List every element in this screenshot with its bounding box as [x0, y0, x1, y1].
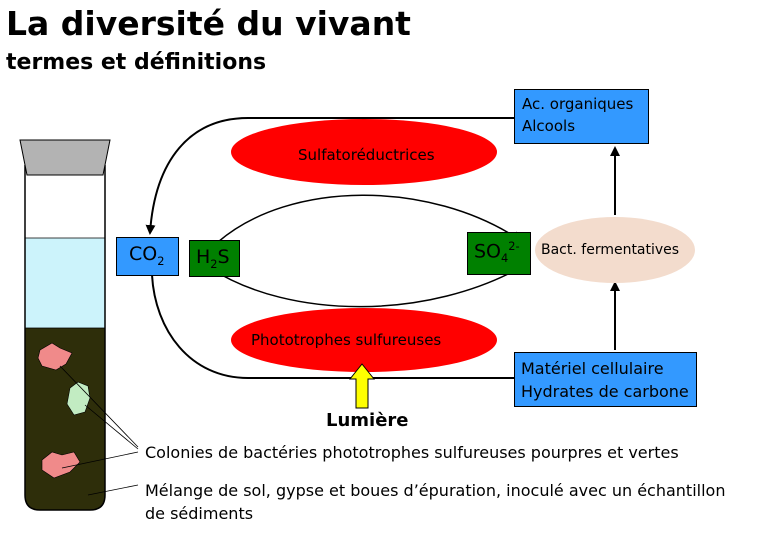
- acides-organiques-line-1: Ac. organiques: [522, 95, 634, 113]
- page-title: La diversité du vivant: [6, 4, 411, 43]
- melange-line-1: Mélange de sol, gypse et boues d’épurati…: [145, 481, 726, 500]
- connector-h2s-so4: [217, 194, 522, 243]
- materiel-cellulaire-box: Matériel cellulaire Hydrates de carbone: [514, 352, 697, 407]
- connector-top: [145, 117, 515, 235]
- page-subtitle: termes et définitions: [6, 50, 267, 75]
- colony-purple-bottom: [41, 451, 81, 479]
- materiel-line-2: Hydrates de carbone: [521, 382, 689, 402]
- cycle-connectors: [145, 117, 620, 379]
- bact-fermentatives-ellipse: [535, 217, 695, 283]
- annotation-pointers: [59, 365, 139, 496]
- acides-organiques-line-2: Alcools: [522, 116, 576, 135]
- winogradsky-column-icon: [19, 139, 111, 511]
- lumiere-label: Lumière: [326, 410, 409, 431]
- melange-annotation: Mélange de sol, gypse et boues d’épurati…: [145, 479, 725, 525]
- melange-line-2: de sédiments: [145, 504, 254, 524]
- colony-purple-top: [37, 342, 73, 371]
- co2-box: CO2: [116, 237, 179, 276]
- materiel-line-1: Matériel cellulaire: [521, 359, 664, 378]
- colony-green: [66, 381, 91, 416]
- bact-fermentatives-label: Bact. fermentatives: [541, 242, 680, 258]
- so4-box: SO42-: [467, 232, 531, 275]
- tube-liquid: [25, 238, 105, 328]
- tube-outline: [24, 165, 106, 511]
- tube-cap: [19, 139, 111, 176]
- colonies-annotation: Colonies de bactéries phototrophes sulfu…: [145, 443, 679, 462]
- acides-organiques-box: Ac. organiques Alcools: [514, 89, 649, 144]
- connector-so4-h2s: [208, 264, 526, 308]
- connector-bottom: [151, 274, 515, 379]
- phototrophes-ellipse: [231, 308, 497, 372]
- h2s-box: H2S: [189, 240, 240, 277]
- sulfatoreductrices-ellipse: [231, 119, 497, 185]
- up-arrow-icon: [348, 363, 376, 409]
- phototrophes-label: Phototrophes sulfureuses: [251, 331, 442, 349]
- sulfatoreductrices-label: Sulfatoréductrices: [298, 146, 435, 164]
